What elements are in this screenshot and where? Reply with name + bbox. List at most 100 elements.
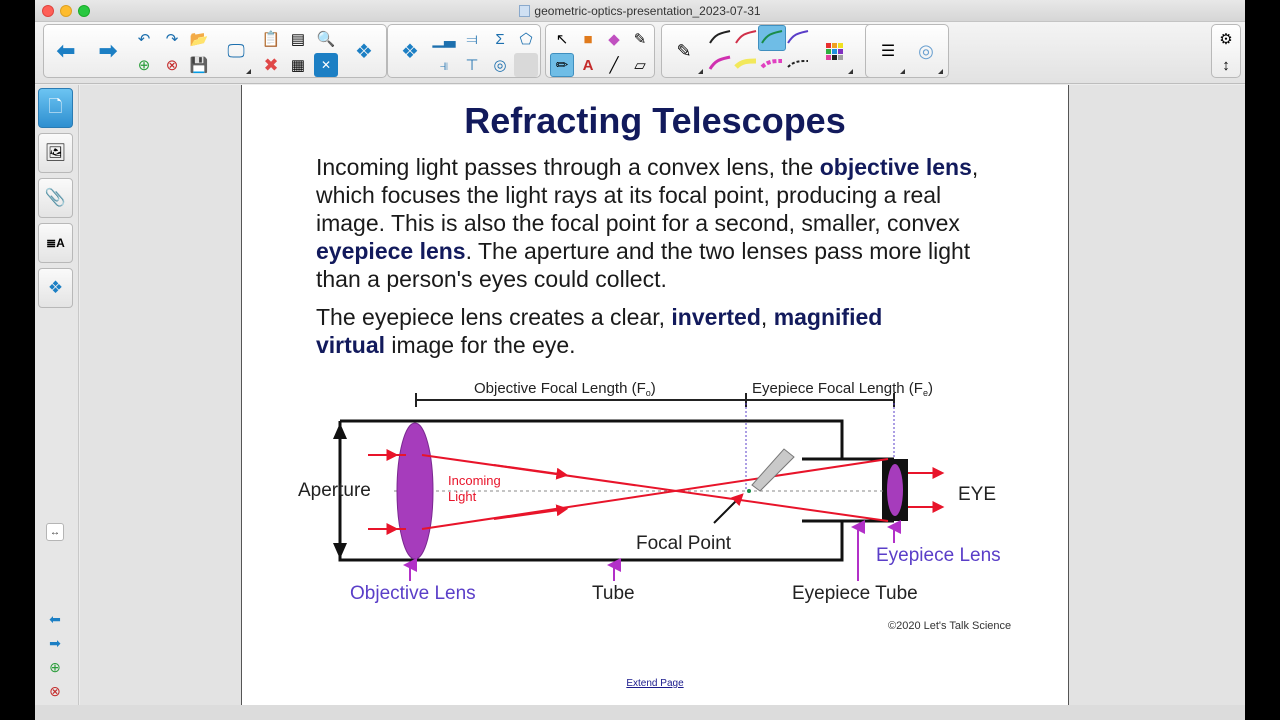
pen-cursor-icon [747, 448, 795, 493]
maximize-window-button[interactable] [78, 5, 90, 17]
text-run: , which focuses the light rays at its fo… [316, 154, 979, 236]
menu-triangle-icon [698, 69, 703, 74]
eyepiece-lens-shape [887, 464, 903, 516]
bold-term: magnified virtual [316, 304, 883, 358]
align-right-icon[interactable]: ⫤ [466, 30, 478, 48]
eraser-pink-icon[interactable]: ◆ [608, 31, 620, 48]
copyright-note: ©2020 Let's Talk Science [888, 620, 1012, 632]
delete-page-icon[interactable]: ⊗ [49, 682, 61, 699]
bar-chart-icon[interactable]: ▁▃ [432, 31, 456, 48]
gallery-icon[interactable]: 🖼 [38, 133, 73, 173]
fill-icon[interactable]: ◎ [918, 40, 934, 61]
slide-page[interactable]: Refracting Telescopes Incoming light pas… [241, 85, 1069, 705]
eyepiece-focal-length-label: Eyepiece Focal Length (Fe) [752, 380, 933, 398]
shapes-fill-icon[interactable]: ■ [583, 30, 593, 48]
geogebra-icon[interactable]: ◎ [493, 57, 507, 74]
pens-icon[interactable]: ✏ [550, 53, 574, 77]
align-left-icon[interactable]: ⫣ [439, 56, 449, 74]
pen-icon[interactable]: ✎ [676, 40, 692, 61]
empty-slot [514, 53, 538, 77]
screen-shade-icon[interactable]: ▤ [290, 31, 306, 48]
page-sorter-icon[interactable]: 🗋 [38, 88, 73, 128]
ray-arrow [493, 504, 569, 520]
gear-icon[interactable]: ⚙ [1219, 31, 1233, 48]
previous-page-icon[interactable]: ⬅ [49, 610, 61, 627]
toolbar-group-pen-styles: ✎ [661, 24, 887, 78]
eraser-icon[interactable]: ▱ [634, 57, 646, 74]
close-window-button[interactable] [42, 5, 54, 17]
color-palette-icon[interactable] [816, 33, 852, 69]
addon-puzzle-icon[interactable]: ❖ [355, 40, 373, 63]
toolbar: ⬅ ➡ ↶ ↷ 📂 ⊕ ⊗ 💾 🖵 📋 ▤ 🔍 ✖ ▦ ✕ ❖ ❖ ▁▃ ⫤ Σ… [35, 22, 1245, 84]
select-pointer-icon[interactable]: ↖ [555, 31, 569, 48]
aperture-arrowhead-top [333, 423, 347, 439]
close-square-icon[interactable]: ✕ [314, 53, 338, 77]
pen-style-magenta[interactable] [708, 53, 732, 75]
delete-x-icon[interactable]: ✖ [263, 54, 279, 75]
pen-style-red[interactable] [734, 27, 758, 49]
minimize-window-button[interactable] [60, 5, 72, 17]
properties-icon[interactable]: ≣A [38, 223, 73, 263]
pen-style-dashed[interactable] [786, 53, 810, 75]
up-down-arrows-icon[interactable]: ↕ [1222, 56, 1230, 74]
text-icon[interactable]: A [582, 56, 594, 74]
window-title: geometric-optics-presentation_2023-07-31 [35, 4, 1245, 18]
pen-style-yellow[interactable] [734, 53, 758, 75]
refracted-ray-up [421, 458, 889, 530]
screen-present-icon[interactable]: 🖵 [227, 40, 245, 61]
line-icon[interactable]: ╱ [609, 57, 619, 74]
magic-pen-icon[interactable]: ✎ [633, 31, 647, 48]
text-run: . The aperture and the two lenses pass m… [316, 238, 971, 292]
save-icon[interactable]: 💾 [189, 57, 209, 74]
pen-style-pink[interactable] [760, 53, 784, 75]
toolbar-group-properties: ☰ ◎ [865, 24, 949, 78]
eye-label: EYE [958, 484, 996, 505]
main-tube-top [340, 419, 844, 459]
toolbar-group-math: ❖ ▁▃ ⫤ Σ ⬠ ⫣ ⊤ ◎ [387, 24, 541, 78]
tube-label: Tube [592, 583, 635, 604]
next-page-icon[interactable]: ➡ [49, 634, 61, 651]
menu-triangle-icon [900, 69, 905, 74]
bold-term: inverted [671, 304, 761, 330]
objective-lens-shape [396, 422, 434, 560]
paragraph-refraction: Incoming light passes through a convex l… [316, 153, 1006, 293]
pen-style-purple[interactable] [786, 27, 810, 49]
spotlight-icon[interactable]: 🔍 [316, 31, 336, 48]
add-page-icon[interactable]: ⊕ [137, 57, 151, 74]
paste-icon[interactable]: 📋 [261, 31, 281, 48]
sigma-icon[interactable]: Σ [495, 30, 505, 48]
menu-triangle-icon [938, 69, 943, 74]
pen-style-black[interactable] [708, 27, 732, 49]
canvas-area: Refracting Telescopes Incoming light pas… [80, 85, 1245, 705]
pentagon-icon[interactable]: ⬠ [519, 31, 533, 48]
objective-lens-label: Objective Lens [350, 583, 476, 604]
eyepiece-tube-label: Eyepiece Tube [792, 583, 918, 604]
addons-icon[interactable]: ❖ [38, 268, 73, 308]
back-arrow-icon[interactable]: ⬅ [56, 38, 76, 63]
slide-title: Refracting Telescopes [464, 100, 846, 141]
aperture-label: Aperture [298, 480, 371, 501]
eyepiece-tube [802, 457, 894, 523]
objective-focal-length-label: Objective Focal Length (Fo) [474, 380, 656, 398]
bold-term: eyepiece lens [316, 238, 466, 264]
delete-page-icon[interactable]: ⊗ [165, 57, 179, 74]
menu-triangle-icon [246, 69, 251, 74]
eyepiece-lens-label: Eyepiece Lens [876, 545, 1001, 566]
bold-term: objective lens [819, 154, 972, 180]
undo-icon[interactable]: ↶ [137, 31, 151, 48]
line-weight-icon[interactable]: ☰ [880, 43, 896, 60]
table-icon[interactable]: ▦ [290, 57, 306, 74]
align-center-icon[interactable]: ⊤ [465, 57, 479, 74]
extend-page-link[interactable]: Extend Page [626, 678, 684, 689]
forward-arrow-icon[interactable]: ➡ [98, 38, 118, 63]
pen-style-green[interactable] [760, 27, 784, 49]
expand-sidebar-icon[interactable]: ↔ [46, 523, 64, 541]
addon-puzzle-icon[interactable]: ❖ [401, 40, 419, 63]
attachments-icon[interactable]: 📎 [38, 178, 73, 218]
open-folder-icon[interactable]: 📂 [189, 31, 209, 48]
title-bar: geometric-optics-presentation_2023-07-31 [35, 0, 1245, 22]
redo-icon[interactable]: ↷ [165, 31, 179, 48]
add-page-icon[interactable]: ⊕ [49, 658, 61, 675]
toolbar-group-settings: ⚙ ↕ [1211, 24, 1241, 78]
telescope-diagram: Objective Focal Length (Fo) Eyepiece Foc… [298, 380, 1001, 604]
